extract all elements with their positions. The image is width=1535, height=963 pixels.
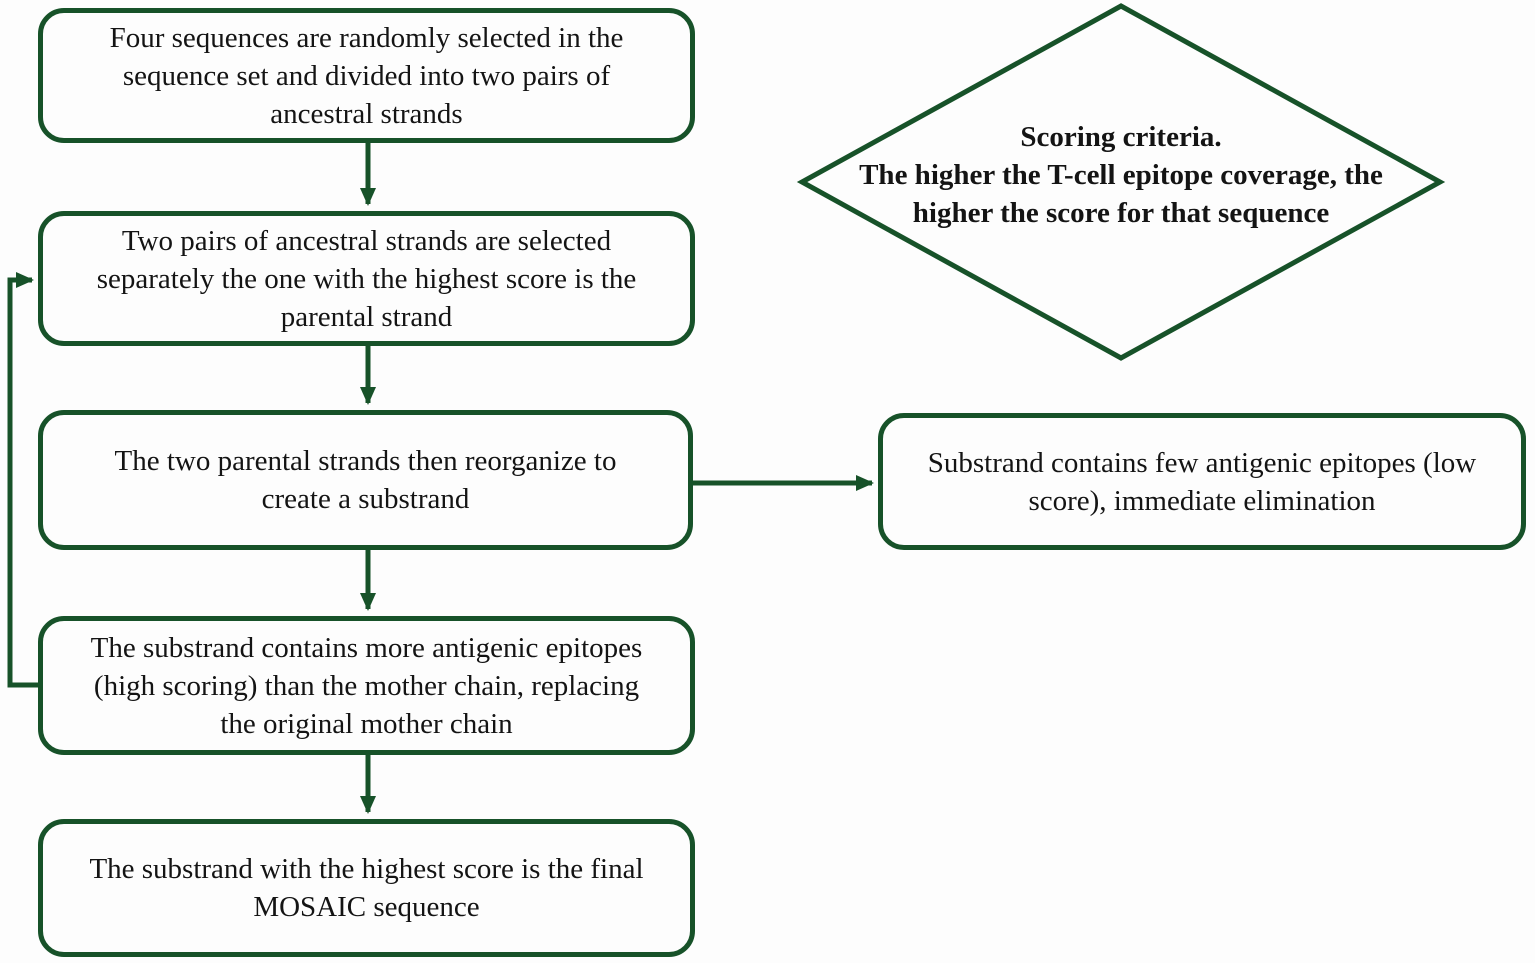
flow-elimination: Substrand contains few antigenic epitope… bbox=[878, 413, 1526, 550]
scoring-criteria-text: Scoring criteria. The higher the T-cell … bbox=[859, 121, 1383, 229]
flow-step-3: The two parental strands then reorganize… bbox=[38, 410, 693, 550]
flow-step-3-text: The two parental strands then reorganize… bbox=[114, 445, 617, 515]
flow-step-4: The substrand contains more antigenic ep… bbox=[38, 616, 695, 755]
flow-step-2-text: Two pairs of ancestral strands are selec… bbox=[96, 224, 637, 333]
flow-step-5-text: The substrand with the highest score is … bbox=[89, 853, 644, 923]
flow-elimination-text: Substrand contains few antigenic epitope… bbox=[927, 446, 1477, 517]
flow-step-1: Four sequences are randomly selected in … bbox=[38, 8, 695, 143]
scoring-criteria-diamond bbox=[796, 3, 1446, 361]
flow-step-5: The substrand with the highest score is … bbox=[38, 819, 695, 957]
feedback-loop-step4-step2 bbox=[7, 272, 40, 688]
flow-step-2: Two pairs of ancestral strands are selec… bbox=[38, 211, 695, 346]
flow-step-1-text: Four sequences are randomly selected in … bbox=[109, 21, 624, 130]
flow-step-4-text: The substrand contains more antigenic ep… bbox=[90, 631, 643, 740]
